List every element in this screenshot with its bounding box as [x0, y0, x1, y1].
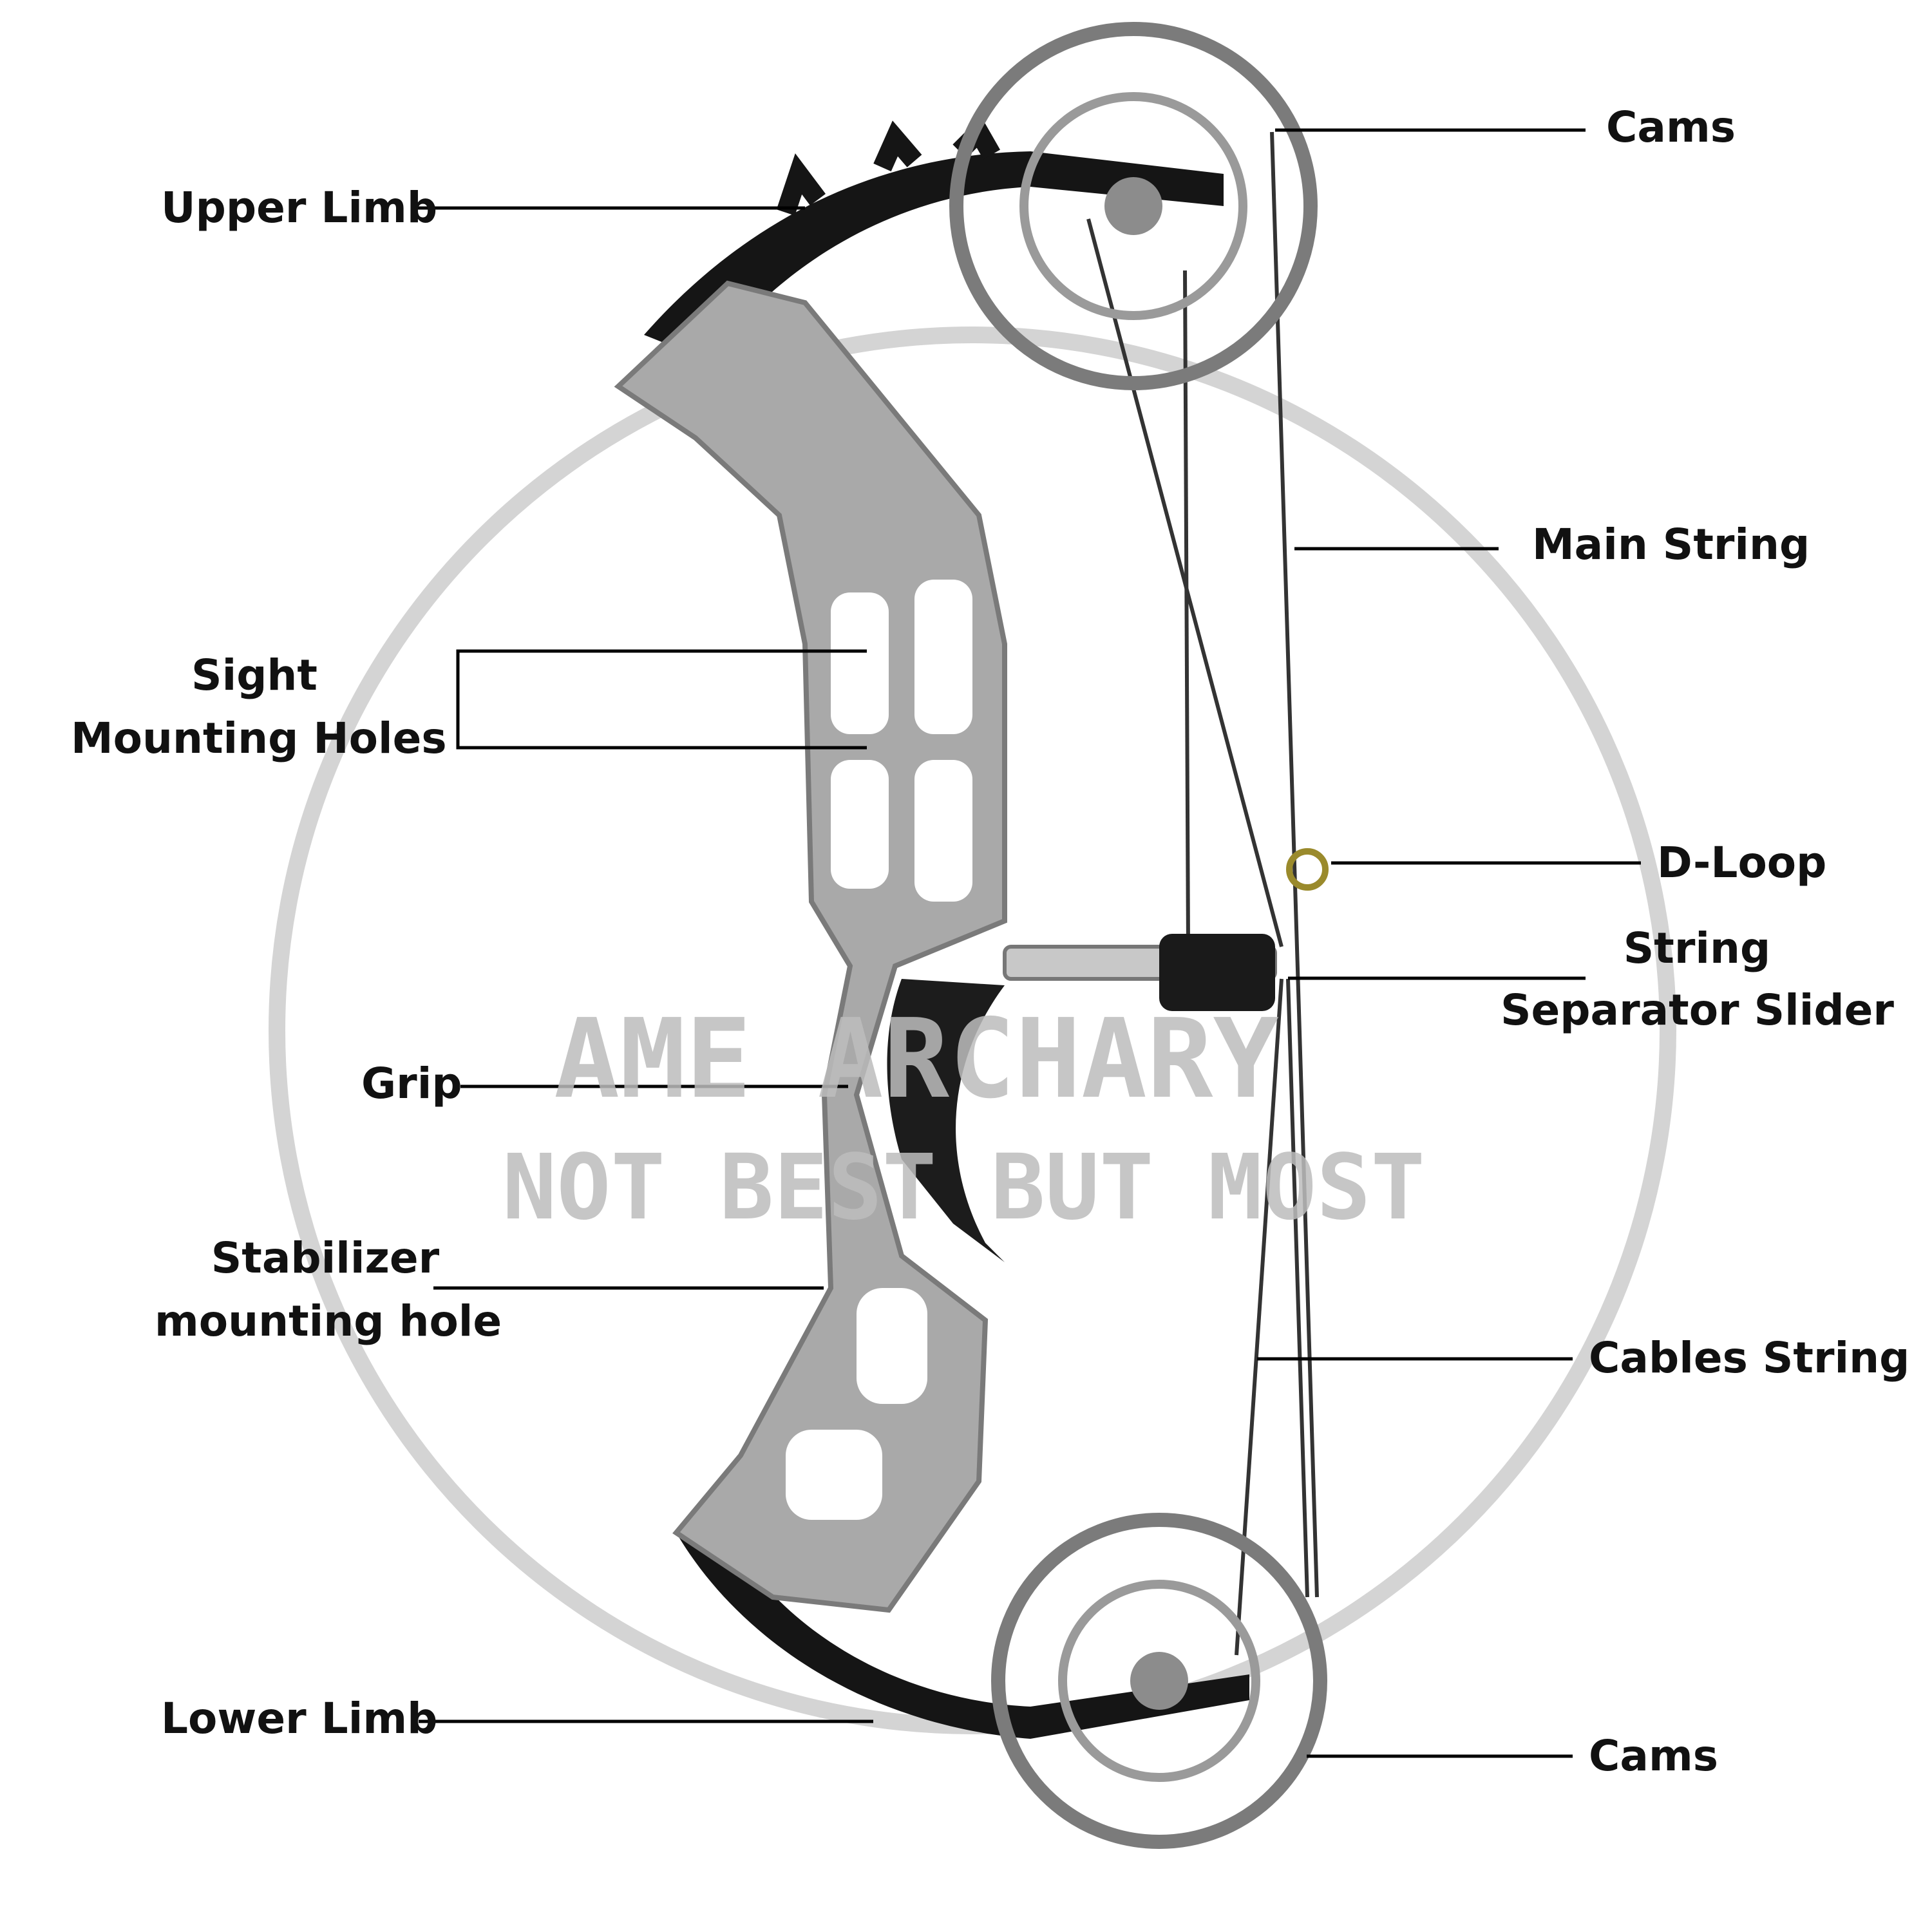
cam-top: [949, 22, 1318, 390]
label-cams-top: Cams: [1606, 102, 1736, 152]
cam-bottom: [991, 1513, 1327, 1849]
main-string: [1270, 131, 1319, 1598]
label-separator-line1: String: [1623, 923, 1771, 973]
cable-string-4: [1286, 978, 1309, 1598]
watermark-line2: NOT BEST BUT MOST: [502, 1135, 1425, 1240]
cable-string-2: [1183, 270, 1190, 947]
riser-cutouts: [786, 580, 972, 1520]
separator-slider: [1159, 934, 1275, 1011]
label-cables-string: Cables String: [1589, 1333, 1910, 1383]
d-loop: [1286, 848, 1329, 891]
leader-sight-holes: [456, 649, 867, 750]
label-upper-limb: Upper Limb: [161, 183, 438, 232]
strings: [1086, 131, 1319, 1656]
label-stabilizer-mounting-hole: Stabilizer mounting hole: [155, 1227, 502, 1353]
leader-lines: [415, 128, 1641, 1758]
label-d-loop: D-Loop: [1657, 838, 1827, 887]
label-separator-line2: Separator Slider: [1501, 985, 1894, 1035]
label-sight-line1: Sight: [191, 650, 317, 700]
riser: [614, 280, 1007, 1613]
label-lower-limb: Lower Limb: [161, 1694, 438, 1743]
label-stabilizer-line1: Stabilizer: [211, 1233, 440, 1283]
label-stabilizer-line2: mounting hole: [155, 1296, 502, 1346]
watermark-line1: AME ARCHARY: [554, 996, 1279, 1123]
label-grip: Grip: [361, 1059, 462, 1108]
label-cams-bottom: Cams: [1589, 1731, 1719, 1781]
label-sight-mounting-holes: Sight Mounting Holes: [71, 644, 447, 770]
label-main-string: Main String: [1532, 520, 1810, 569]
grip: [887, 979, 1005, 1262]
label-sight-line2: Mounting Holes: [71, 714, 447, 763]
label-string-separator-slider: String Separator Slider: [1501, 918, 1894, 1041]
